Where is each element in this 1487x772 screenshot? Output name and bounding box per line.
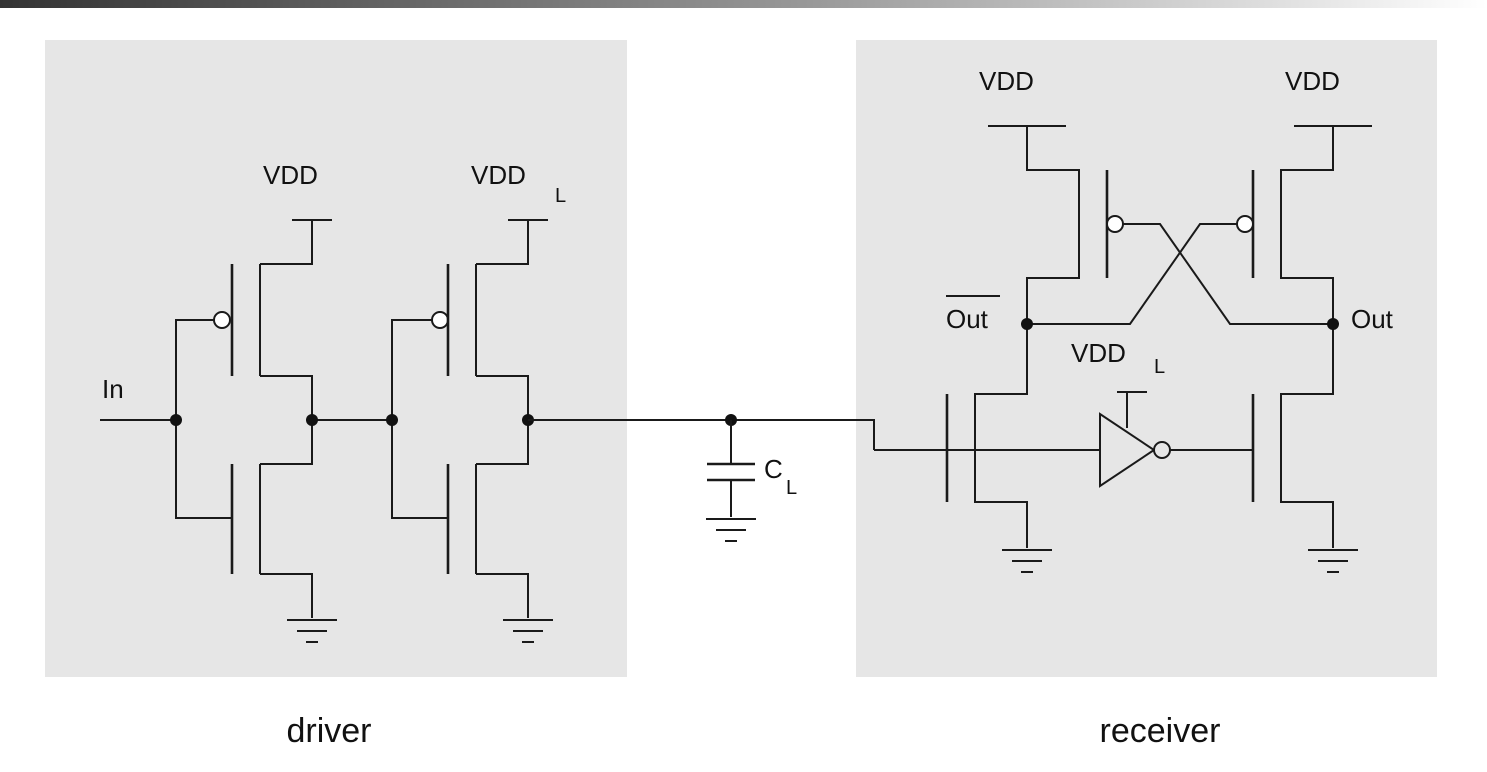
inv1-pmos-bubble — [213, 311, 231, 329]
ground-icon — [1308, 549, 1358, 573]
junction-dot — [386, 414, 398, 426]
junction-dot — [1327, 318, 1339, 330]
recv-vddl-label: VDD — [1071, 338, 1126, 368]
cap-label: C — [764, 454, 783, 484]
inv1-pmos-source — [260, 220, 313, 265]
out-label: Out — [1351, 304, 1394, 334]
inv1-pmos-gate-wire — [175, 319, 214, 420]
left-nmos-channel — [974, 324, 1028, 548]
in-label: In — [102, 374, 124, 404]
inv2-pmos-source — [476, 220, 529, 265]
inv2-nmos-gate-wire — [391, 420, 448, 519]
cap-subscript: L — [786, 477, 797, 499]
junction-dot — [1021, 318, 1033, 330]
driver-circuit: In VDD VDD L — [100, 160, 566, 643]
right-pmos-bubble — [1236, 215, 1254, 233]
driver-panel — [45, 40, 627, 677]
driver-caption: driver — [286, 712, 371, 750]
right-nmos-channel — [1280, 324, 1334, 548]
ground-icon — [503, 619, 553, 643]
ground-icon — [287, 619, 337, 643]
receiver-circuit: VDD VDD Out Out VDD L — [874, 66, 1394, 573]
driver-vddl-subscript: L — [555, 185, 566, 207]
inv2-pmos-bubble — [431, 311, 449, 329]
inverter-icon — [1099, 391, 1171, 488]
recv-vdd-left-label: VDD — [979, 66, 1034, 96]
inv2-pmos-gate-wire — [391, 319, 432, 420]
right-pmos-channel — [1280, 126, 1334, 324]
driver-vddl-label: VDD — [471, 160, 526, 190]
transmission-wire — [528, 419, 875, 450]
inv1-nmos-source — [260, 573, 313, 618]
out-bar-label: Out — [946, 304, 989, 334]
cross-wire-right-gate — [1027, 223, 1237, 325]
ground-icon — [1002, 549, 1052, 573]
recv-vdd-right-label: VDD — [1285, 66, 1340, 96]
inv2-nmos-source — [476, 573, 529, 618]
receiver-panel — [856, 40, 1437, 677]
recv-vddl-subscript: L — [1154, 356, 1165, 378]
top-accent-bar — [0, 0, 1487, 8]
junction-dot — [170, 414, 182, 426]
junction-dot — [306, 414, 318, 426]
inv1-nmos-gate-wire — [175, 420, 232, 519]
cross-wire-left-gate — [1123, 223, 1333, 325]
left-pmos-channel — [1026, 126, 1080, 324]
driver-vdd-label: VDD — [263, 160, 318, 190]
left-pmos-bubble — [1106, 215, 1124, 233]
load-capacitor: C L — [528, 414, 875, 542]
ground-icon — [706, 518, 756, 542]
receiver-caption: receiver — [1100, 712, 1221, 750]
